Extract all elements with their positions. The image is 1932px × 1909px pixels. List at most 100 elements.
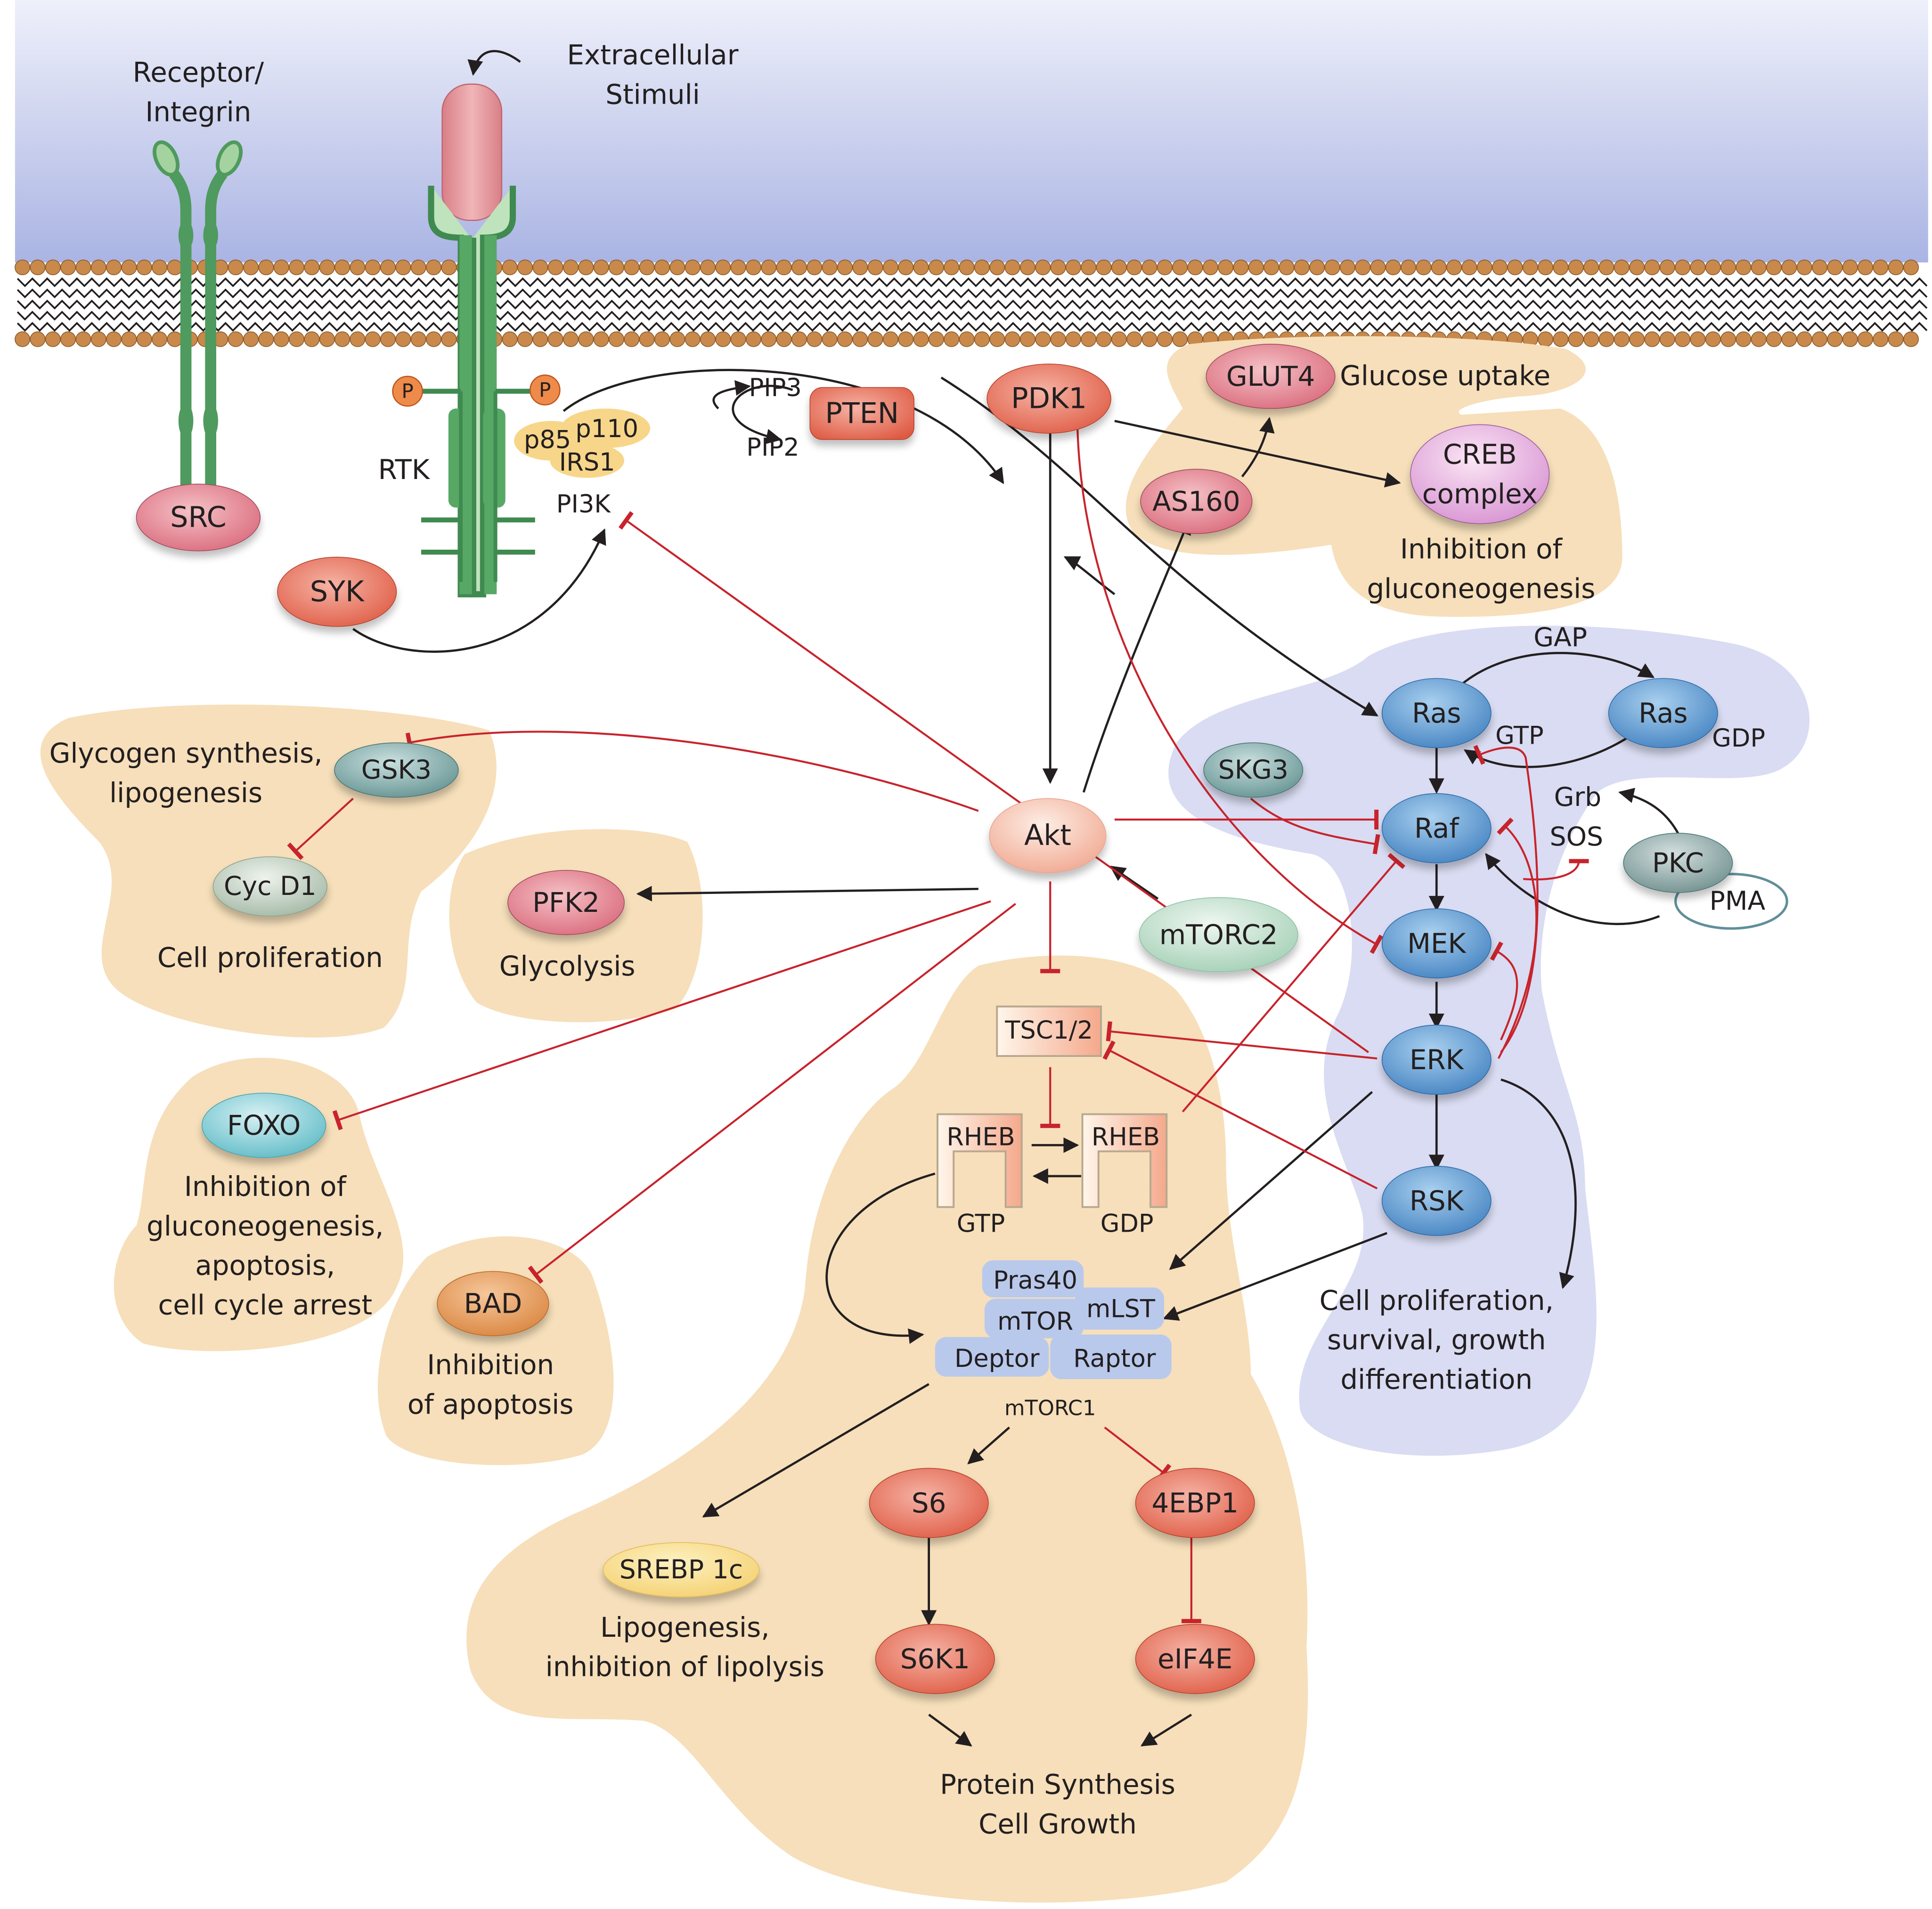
irs1-label: IRS1 <box>559 448 615 477</box>
ras-gdp-node[interactable]: Ras <box>1608 678 1718 748</box>
foxo-outcome-label: apoptosis, <box>195 1250 335 1282</box>
cell-membrane <box>15 260 1928 347</box>
s6-node[interactable]: S6 <box>869 1468 989 1538</box>
rsk-node[interactable]: RSK <box>1381 1166 1492 1236</box>
gsk3-node[interactable]: GSK3 <box>334 742 459 798</box>
pras40-label: Pras40 <box>993 1266 1077 1295</box>
lipid-head <box>852 331 868 347</box>
lipid-head <box>578 331 594 347</box>
lipid-head <box>1157 331 1173 347</box>
rheb-gdp-shape <box>1081 1113 1168 1208</box>
phospho-circle <box>392 375 423 407</box>
lipid-head <box>1766 331 1782 347</box>
raf-node[interactable]: Raf <box>1381 793 1492 863</box>
ras-gdp-node-label: Ras <box>1639 697 1687 729</box>
srebp-node[interactable]: SREBP 1c <box>603 1542 760 1598</box>
s6k1-node[interactable]: S6K1 <box>875 1624 995 1694</box>
pdk1-node-label: PDK1 <box>1011 382 1087 415</box>
lipid-head <box>1538 331 1554 347</box>
lipid-head <box>1431 260 1447 276</box>
lipid-head <box>1903 260 1919 276</box>
src-node-label: SRC <box>170 501 227 534</box>
lipid-head <box>639 260 655 276</box>
s6-node-label: S6 <box>912 1487 946 1519</box>
mtorc2-to-akt-arrow <box>1109 865 1159 900</box>
lipid-head <box>1857 260 1874 276</box>
src-node[interactable]: SRC <box>136 483 261 552</box>
lipid-head <box>1751 331 1767 347</box>
glut4-node[interactable]: GLUT4 <box>1206 343 1336 409</box>
akt-node[interactable]: Akt <box>989 798 1107 873</box>
lipid-head <box>1279 260 1295 276</box>
pdk1-node[interactable]: PDK1 <box>986 363 1111 434</box>
lipid-head <box>1598 260 1614 276</box>
ras-gtp-node-label: Ras <box>1412 697 1461 729</box>
lipid-head <box>167 331 183 347</box>
as160-node[interactable]: AS160 <box>1140 469 1253 534</box>
glut4-node-shape <box>1206 343 1336 409</box>
lipid-head <box>380 260 396 276</box>
mtorc2-node[interactable]: mTORC2 <box>1139 897 1298 973</box>
eif4e-node[interactable]: eIF4E <box>1135 1624 1255 1694</box>
lipid-head <box>1674 331 1691 347</box>
pi3k-to-akt-arc-arrow <box>562 369 1004 484</box>
cycd1-node[interactable]: Cyc D1 <box>212 856 328 917</box>
phospho-label: P <box>401 380 413 403</box>
lipid-head <box>45 260 61 276</box>
lipid-head <box>1614 260 1630 276</box>
lipid-head <box>989 331 1005 347</box>
lipid-head <box>380 331 396 347</box>
erk-node[interactable]: ERK <box>1381 1024 1492 1095</box>
lipid-head <box>974 331 990 347</box>
foxo-node[interactable]: FOXO <box>201 1093 326 1158</box>
mek-node-shape <box>1381 908 1492 979</box>
ras-gdp-node-shape <box>1608 678 1718 748</box>
skg3-node[interactable]: SKG3 <box>1203 742 1304 798</box>
lipid-head <box>1324 260 1340 276</box>
lipid-head <box>228 260 244 276</box>
lipid-head <box>121 331 137 347</box>
glycolysis-label: Glycolysis <box>499 950 636 982</box>
bad-node[interactable]: BAD <box>437 1271 549 1336</box>
lipid-head <box>1035 331 1051 347</box>
pfk2-node[interactable]: PFK2 <box>507 869 625 935</box>
lipid-head <box>1081 260 1097 276</box>
pten-node[interactable]: PTEN <box>809 387 914 440</box>
lipid-head <box>1248 260 1264 276</box>
lipid-head <box>1674 260 1691 276</box>
lipid-head <box>745 260 762 276</box>
4ebp1-node[interactable]: 4EBP1 <box>1135 1468 1255 1538</box>
ras-gtp-node[interactable]: Ras <box>1381 678 1492 748</box>
lipid-head <box>593 331 609 347</box>
lipid-head <box>867 331 883 347</box>
bad-outcome-label: of apoptosis <box>408 1388 574 1420</box>
lipid-head <box>669 260 685 276</box>
lipid-head <box>1705 331 1721 347</box>
eif4e-node-shape <box>1135 1624 1255 1694</box>
lipid-head <box>1827 331 1843 347</box>
lipid-head <box>1842 331 1858 347</box>
lipid-head <box>167 260 183 276</box>
lipid-head <box>1096 260 1112 276</box>
akt-node-shape <box>989 798 1107 873</box>
rtk-label: RTK <box>378 454 431 486</box>
mek-node[interactable]: MEK <box>1381 908 1492 979</box>
skg3-inhibits-raf <box>1250 797 1380 854</box>
ras-gtp-node-shape <box>1381 678 1492 748</box>
lipid-head <box>1644 331 1660 347</box>
pkc-shape <box>1623 833 1733 893</box>
syk-node[interactable]: SYK <box>277 556 397 627</box>
gsk3-node-shape <box>334 742 459 798</box>
lipid-head <box>319 260 335 276</box>
lipid-head <box>1111 331 1127 347</box>
pi3k-label: PI3K <box>556 490 611 519</box>
lipid-head <box>1614 331 1630 347</box>
lipid-head <box>867 260 883 276</box>
lipid-head <box>928 331 944 347</box>
lipid-head <box>15 260 31 276</box>
akt-inhibits-gsk3 <box>405 731 979 812</box>
raptor-subunit <box>1050 1334 1172 1380</box>
